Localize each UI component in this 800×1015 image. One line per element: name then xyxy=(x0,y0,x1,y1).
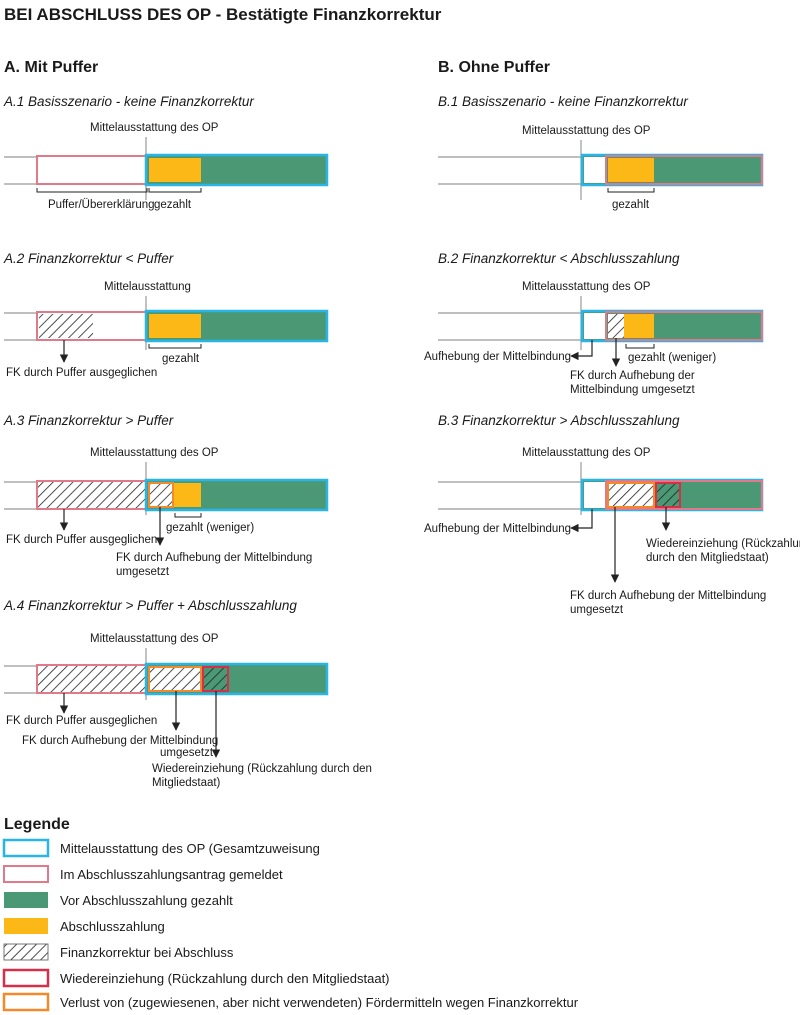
legend-item-correction: Finanzkorrektur bei Abschluss xyxy=(60,945,234,960)
scenario-a3-label-puffer: FK durch Puffer ausgeglichen xyxy=(6,534,157,546)
scenario-b2-title: B.2 Finanzkorrektur < Abschlusszahlung xyxy=(438,251,680,266)
scenario-a4-label-decommit-2: umgesetzt xyxy=(160,747,214,759)
section-b-ohne-puffer: B. Ohne Puffer B.1 Basisszenario - keine… xyxy=(424,59,800,616)
scenario-a3-label-decommit-2: umgesetzt xyxy=(116,566,170,578)
scenario-a1-puffer-box xyxy=(36,155,148,185)
legend-swatch-loss xyxy=(2,992,50,1012)
section-a-mit-puffer: A. Mit Puffer A.1 Basisszenario - keine … xyxy=(3,59,372,789)
scenario-a1-header: Mittelausstattung des OP xyxy=(90,122,219,134)
scenario-a1: A.1 Basisszenario - keine Finanzkorrektu… xyxy=(3,94,329,211)
scenario-a4-label-puffer: FK durch Puffer ausgeglichen xyxy=(6,715,157,727)
scenario-a2-brace-paid xyxy=(148,344,202,349)
scenario-b3-header: Mittelausstattung des OP xyxy=(522,447,651,459)
scenario-a3-label-paid: gezahlt (weniger) xyxy=(166,522,254,534)
scenario-a4-recovery-box xyxy=(202,666,229,692)
legend-swatch-claimed xyxy=(3,865,49,883)
scenario-b2-arrow-decommit xyxy=(570,340,593,361)
legend: Legende Mittelausstattung des OP (Gesamt… xyxy=(2,816,579,1012)
legend-item-final-payment: Abschlusszahlung xyxy=(60,919,165,934)
scenario-a3-title: A.3 Finanzkorrektur > Puffer xyxy=(3,413,174,428)
scenario-a2-correction-hatch xyxy=(39,314,93,338)
scenario-a1-label-paid: gezahlt xyxy=(154,199,192,211)
scenario-b3-label-correction-2: umgesetzt xyxy=(570,604,624,616)
section-b-title: B. Ohne Puffer xyxy=(438,59,550,76)
scenario-a4-header: Mittelausstattung des OP xyxy=(90,633,219,645)
scenario-a1-brace-paid xyxy=(148,188,202,193)
scenario-b3-recovery-box xyxy=(655,482,681,508)
legend-swatch-correction xyxy=(3,943,49,961)
scenario-a2-final-payment xyxy=(149,314,201,338)
scenario-a1-label-puffer: Puffer/Übererklärung xyxy=(48,199,155,211)
scenario-a2-label-puffer: FK durch Puffer ausgeglichen xyxy=(6,367,157,379)
scenario-b3-label-decommit: Aufhebung der Mittelbindung xyxy=(424,523,571,535)
scenario-b2-white-gap xyxy=(584,313,606,339)
scenario-b3-label-correction-1: FK durch Aufhebung der Mittelbindung xyxy=(570,590,766,602)
scenario-a2: A.2 Finanzkorrektur < Puffer Mittelausst… xyxy=(3,251,329,379)
scenario-b1-brace-paid xyxy=(607,188,655,193)
scenario-a1-final-payment xyxy=(149,158,201,182)
legend-item-claimed: Im Abschlusszahlungsantrag gemeldet xyxy=(60,867,283,882)
scenario-b2-claim-box xyxy=(605,311,763,341)
scenario-a1-title: A.1 Basisszenario - keine Finanzkorrektu… xyxy=(3,94,254,109)
legend-item-allocation: Mittelausstattung des OP (Gesamtzuweisun… xyxy=(60,841,320,856)
scenario-a4-loss-box xyxy=(148,666,202,692)
legend-title: Legende xyxy=(4,816,70,833)
scenario-a3-brace-paid xyxy=(174,513,202,518)
scenario-b1-final-payment xyxy=(608,158,654,182)
scenario-a3: A.3 Finanzkorrektur > Puffer Mittelausst… xyxy=(3,413,329,578)
legend-swatch-paid-before xyxy=(4,892,48,908)
scenario-b2-header: Mittelausstattung des OP xyxy=(522,281,651,293)
scenario-a4-puffer-hatch xyxy=(36,664,148,694)
scenario-b2-label-correction-2: Mittelbindung umgesetzt xyxy=(570,384,695,396)
scenario-a3-label-decommit-1: FK durch Aufhebung der Mittelbindung xyxy=(116,552,312,564)
scenario-a3-puffer-hatch xyxy=(36,480,148,510)
legend-item-loss: Verlust von (zugewiesenen, aber nicht ve… xyxy=(60,995,579,1010)
legend-swatch-allocation xyxy=(2,838,50,858)
scenario-b1-label-paid: gezahlt xyxy=(612,199,650,211)
scenario-b3-label-recovery-2: durch den Mitgliedstaat) xyxy=(646,552,769,564)
scenario-a4-label-recovery-1: Wiedereinziehung (Rückzahlung durch den xyxy=(152,763,372,775)
legend-swatch-final-payment xyxy=(4,918,48,934)
section-a-title: A. Mit Puffer xyxy=(4,59,98,76)
scenario-b2-label-paid: gezahlt (weniger) xyxy=(628,352,716,364)
scenario-b1-white-gap xyxy=(584,157,606,183)
scenario-a3-loss-box xyxy=(148,482,174,508)
legend-swatch-recovery xyxy=(2,968,50,988)
legend-item-recovery: Wiedereinziehung (Rückzahlung durch den … xyxy=(60,971,390,986)
scenario-a4-label-recovery-2: Mitgliedstaat) xyxy=(152,777,221,789)
scenario-b3-arrow-decommit xyxy=(570,509,593,533)
scenario-b1-claim-box xyxy=(605,155,763,185)
scenario-b2-label-correction-1: FK durch Aufhebung der xyxy=(570,370,695,382)
scenario-b1-header: Mittelausstattung des OP xyxy=(522,125,651,137)
scenario-a4-title: A.4 Finanzkorrektur > Puffer + Abschluss… xyxy=(3,598,297,613)
scenario-a4-label-decommit-1: FK durch Aufhebung der Mittelbindung xyxy=(22,735,218,747)
scenario-a2-header: Mittelausstattung xyxy=(104,281,191,293)
scenario-a3-header: Mittelausstattung des OP xyxy=(90,447,219,459)
scenario-b1: B.1 Basisszenario - keine Finanzkorrektu… xyxy=(438,94,764,211)
page-title: BEI ABSCHLUSS DES OP - Bestätigte Finanz… xyxy=(4,5,442,24)
scenario-b3-loss-box xyxy=(607,482,655,508)
scenario-a1-brace-puffer xyxy=(36,188,148,193)
scenario-b3: B.3 Finanzkorrektur > Abschlusszahlung M… xyxy=(424,413,800,616)
scenario-a2-label-paid: gezahlt xyxy=(162,353,200,365)
scenario-b2-label-decommit: Aufhebung der Mittelbindung xyxy=(424,351,571,363)
scenario-b3-claim-box xyxy=(605,480,763,510)
scenario-b3-label-recovery-1: Wiedereinziehung (Rückzahlung xyxy=(646,538,800,550)
scenario-b2-correction-hatch xyxy=(608,314,624,338)
legend-item-paid-before: Vor Abschlusszahlung gezahlt xyxy=(60,893,233,908)
scenario-a4: A.4 Finanzkorrektur > Puffer + Abschluss… xyxy=(3,598,372,789)
scenario-a2-title: A.2 Finanzkorrektur < Puffer xyxy=(3,251,174,266)
scenario-b3-title: B.3 Finanzkorrektur > Abschlusszahlung xyxy=(438,413,680,428)
scenario-b1-title: B.1 Basisszenario - keine Finanzkorrektu… xyxy=(438,94,688,109)
scenario-b2-brace-paid xyxy=(625,344,655,349)
scenario-b3-white-gap xyxy=(584,482,606,508)
scenario-b2: B.2 Finanzkorrektur < Abschlusszahlung M… xyxy=(424,251,764,396)
